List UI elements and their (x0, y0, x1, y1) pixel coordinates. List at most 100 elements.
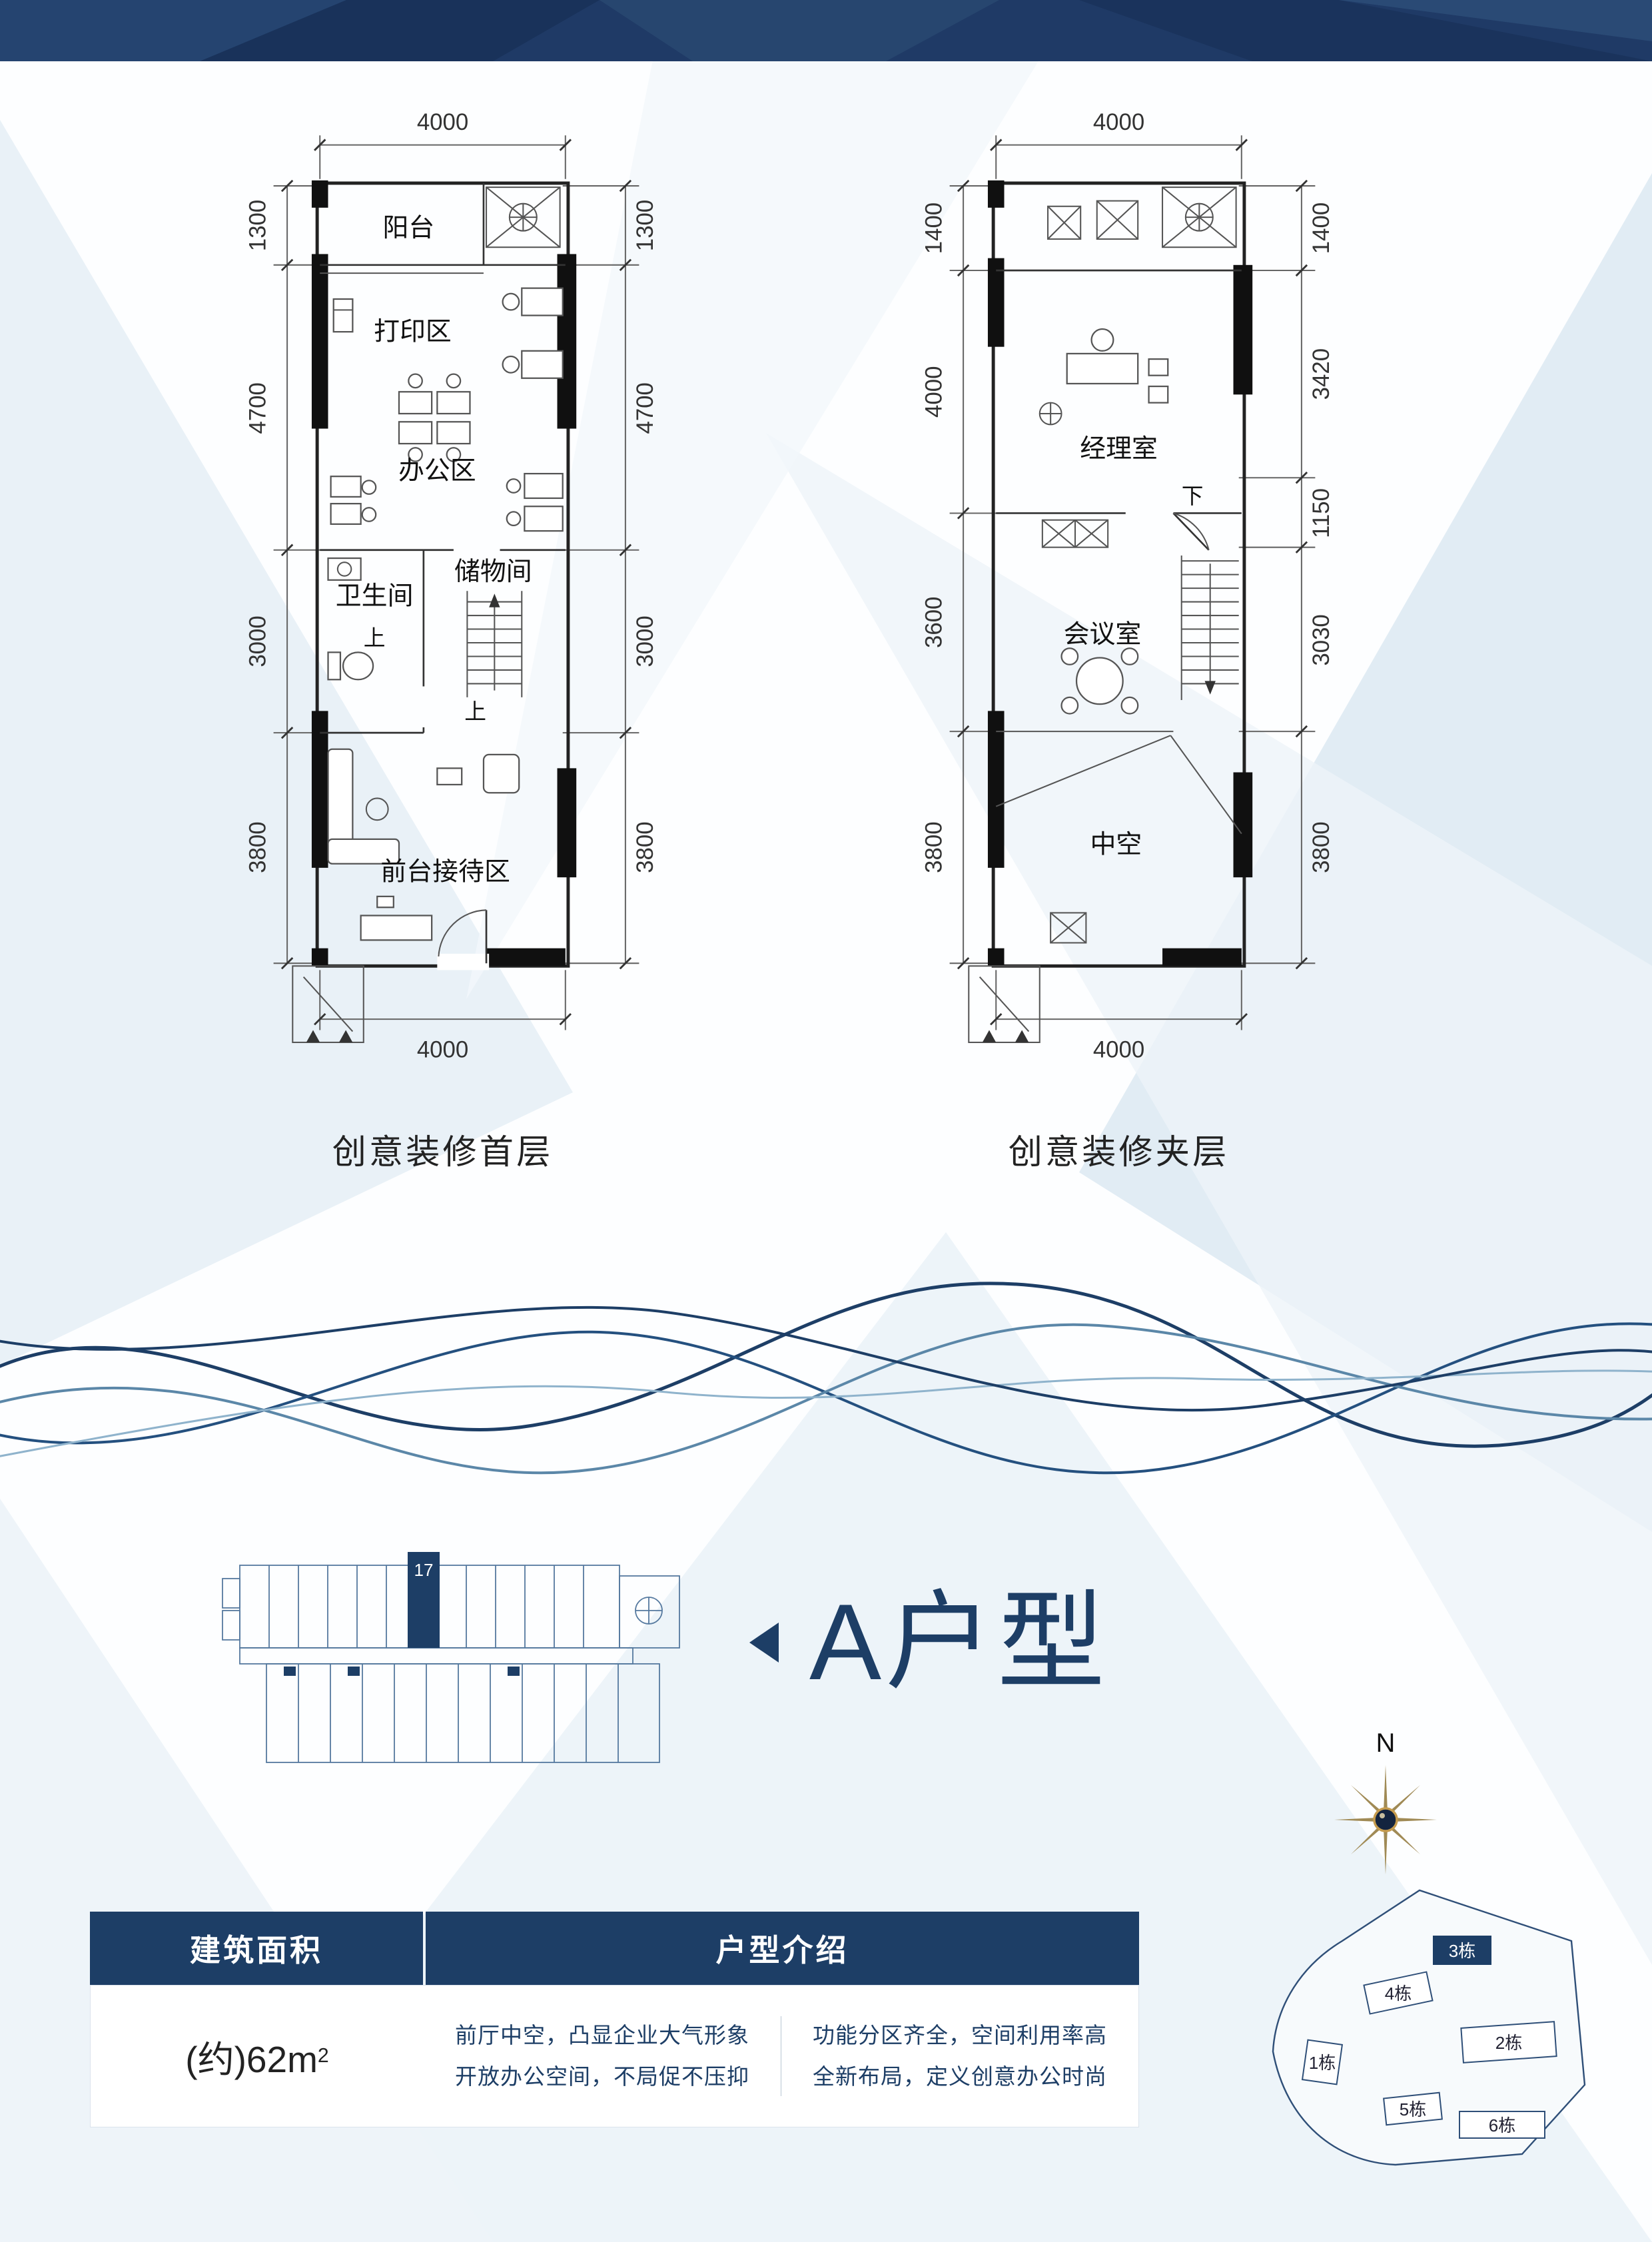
area-header: 建筑面积 (90, 1912, 423, 1985)
mz-shelf-icon (1041, 519, 1109, 548)
info-table-header: 建筑面积 户型介绍 (90, 1912, 1139, 1985)
left-arrow-icon (749, 1623, 779, 1663)
header-banner (0, 0, 1652, 61)
intro-header: 户型介绍 (426, 1912, 1139, 1985)
mz-room-void: 中空 (1090, 830, 1142, 859)
wave-decoration (0, 1282, 1652, 1475)
floorplate-highlighted-unit (408, 1552, 440, 1648)
mz-exterior-box (968, 965, 1040, 1043)
area-value-sup: 2 (317, 2045, 329, 2067)
site-boundary (1272, 1889, 1586, 2166)
ff-dim-bottom: 4000 (314, 970, 572, 1062)
ff-bathroom-fixtures (327, 557, 374, 681)
ff-dim-right: 1300 4700 3000 3800 (562, 179, 658, 970)
ff-printer-icon (332, 298, 354, 333)
mz-dim-left: 1400 4000 3600 3800 (921, 179, 999, 970)
ff-dim-left-2: 3000 (244, 615, 270, 667)
intro-right-line2: 全新布局，定义创意办公时尚 (813, 2064, 1107, 2089)
mz-room-meeting: 会议室 (1064, 620, 1142, 649)
ff-dim-right-0: 1300 (632, 200, 658, 251)
mz-door-icon (1172, 512, 1210, 551)
ff-exterior-box (292, 965, 364, 1043)
ff-stair-up-label-1: 上 (364, 625, 386, 650)
ff-reception-furniture (327, 748, 520, 941)
ff-room-balcony: 阳台 (382, 214, 434, 242)
mz-skylight-icons (1047, 200, 1139, 240)
site-building-2 (1460, 2021, 1557, 2063)
mezzanine-plan: 4000 4000 1400 4000 3600 380 (921, 109, 1334, 1171)
mz-dim-top-label: 4000 (1093, 109, 1144, 135)
mz-caption: 创意装修夹层 (1009, 1133, 1230, 1171)
site-building-6 (1459, 2111, 1545, 2139)
ff-dim-left-0: 1300 (244, 200, 270, 251)
ff-entry-door-icon (437, 909, 490, 970)
site-label-1: 1栋 (1309, 2053, 1336, 2073)
first-floor-plan: 4000 4000 1300 4700 3000 380 (244, 109, 658, 1171)
ff-dim-right-1: 4700 (632, 382, 658, 434)
site-label-4: 4栋 (1385, 1984, 1412, 2004)
unit-title: A户型 (809, 1582, 1110, 1702)
mz-window-box-icon (1162, 187, 1237, 248)
floorplate-keyplan: 17 (222, 1552, 680, 1763)
mz-dim-bottom: 4000 (990, 970, 1248, 1062)
ff-stair-up-label-2: 上 (464, 699, 486, 724)
site-building-4 (1363, 1971, 1434, 2015)
ff-stairs-icon (466, 591, 523, 697)
mz-dim-right-4: 3800 (1308, 821, 1334, 873)
ff-window-box-icon (486, 187, 561, 248)
ff-room-storage: 储物间 (454, 558, 532, 586)
site-building-1 (1301, 2039, 1344, 2085)
ff-dim-top: 4000 (314, 109, 572, 179)
floorplate-unit-number: 17 (414, 1560, 434, 1580)
site-label-5: 5栋 (1400, 2099, 1426, 2119)
mz-room-manager: 经理室 (1080, 435, 1158, 464)
ff-dim-left: 1300 4700 3000 3800 (244, 179, 323, 970)
ff-dim-right-2: 3000 (632, 615, 658, 667)
site-label-2: 2栋 (1495, 2033, 1522, 2053)
mz-dim-right-3: 3030 (1308, 614, 1334, 665)
mz-dim-left-0: 1400 (921, 202, 947, 254)
ff-dim-top-label: 4000 (417, 109, 468, 135)
ff-room-reception: 前台接待区 (380, 857, 510, 886)
site-building-5 (1383, 2091, 1443, 2126)
area-value-text: (约)62m (185, 2039, 318, 2080)
ff-dim-right-3: 3800 (632, 821, 658, 873)
intro-left-line1: 前厅中空，凸显企业大气形象 (455, 2023, 749, 2048)
mz-void-outline (995, 735, 1242, 944)
compass-rose-icon (1334, 1765, 1437, 1874)
ff-caption: 创意装修首层 (332, 1133, 554, 1171)
mz-stairs-icon (1180, 555, 1239, 700)
site-building-3-highlight (1433, 1936, 1491, 1965)
ff-office-desks (330, 287, 564, 532)
intro-right-column: 功能分区齐全，空间利用率高 全新布局，定义创意办公时尚 (781, 2015, 1138, 2097)
mz-dim-right-0: 1400 (1308, 202, 1334, 254)
mz-walls (987, 180, 1253, 968)
compass: N (1329, 1728, 1442, 1883)
ff-dim-left-1: 4700 (244, 382, 270, 434)
unit-title-block: A户型 (749, 1589, 1109, 1696)
mz-dim-left-2: 3600 (921, 597, 947, 648)
mz-dim-right: 1400 3420 1150 3030 3800 (1238, 179, 1334, 970)
mz-meeting-table-icon (1060, 647, 1139, 715)
mz-dim-right-2: 1150 (1308, 488, 1334, 538)
ff-dim-left-3: 3800 (244, 821, 270, 873)
intro-body: 前厅中空，凸显企业大气形象 开放办公空间，不局促不压抑 功能分区齐全，空间利用率… (424, 1986, 1138, 2127)
ff-dim-bottom-label: 4000 (417, 1036, 468, 1062)
mz-dim-left-3: 3800 (921, 821, 947, 873)
mz-manager-furniture (1038, 328, 1169, 426)
mz-dim-left-1: 4000 (921, 366, 947, 418)
site-plan: 3栋 4栋 1栋 2栋 5栋 6栋 (1272, 1889, 1586, 2166)
intro-right-line1: 功能分区齐全，空间利用率高 (813, 2023, 1107, 2048)
mz-dim-bottom-label: 4000 (1093, 1036, 1144, 1062)
mz-dim-right-1: 3420 (1308, 348, 1334, 400)
mz-dim-top: 4000 (990, 109, 1248, 179)
site-label-3: 3栋 (1449, 1941, 1475, 1961)
compass-north-label: N (1376, 1728, 1396, 1758)
mz-stair-down-label: 下 (1182, 484, 1204, 508)
intro-left-line2: 开放办公空间，不局促不压抑 (455, 2064, 749, 2089)
site-label-6: 6栋 (1489, 2115, 1515, 2135)
